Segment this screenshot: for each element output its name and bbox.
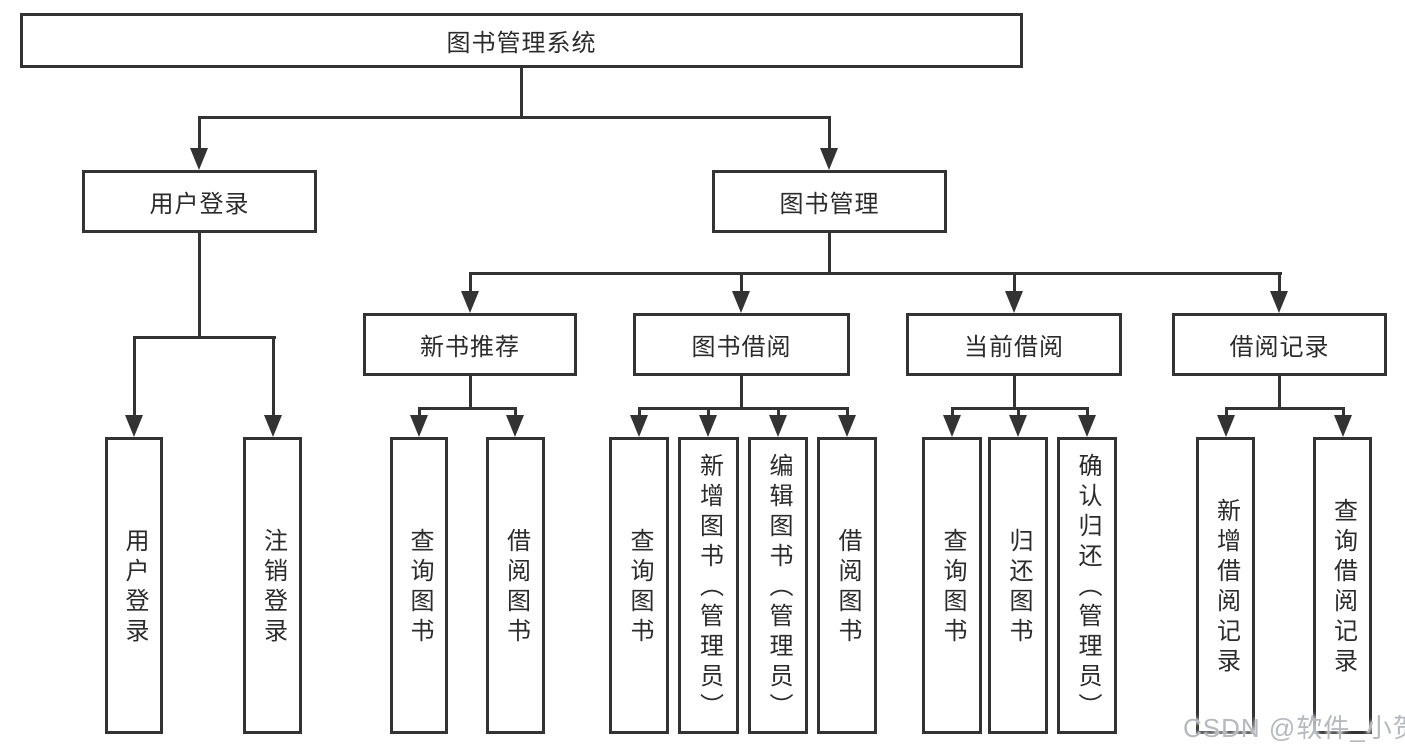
arrow-down	[1009, 415, 1027, 437]
connector-line	[1013, 272, 1016, 292]
connector-line	[1013, 376, 1016, 408]
arrow-down	[190, 148, 208, 170]
connector-line	[1278, 272, 1281, 292]
connector-line	[707, 407, 710, 416]
connector-line	[1017, 407, 1020, 416]
leaf-logout: 注销登录	[243, 437, 302, 734]
leaf-bb-borrow-books: 借阅图书	[817, 437, 877, 734]
arrow-down	[732, 291, 750, 313]
connector-line	[418, 407, 421, 416]
leaf-cb-query-books: 查询图书	[922, 437, 982, 734]
connector-line	[514, 407, 517, 416]
arrow-down	[125, 415, 143, 437]
arrow-down	[1217, 415, 1235, 437]
leaf-cb-return-books: 归还图书	[988, 437, 1048, 734]
connector-line	[272, 336, 275, 416]
connector-line	[1278, 376, 1281, 408]
arrow-down	[506, 415, 524, 437]
leaf-cb-confirm-return-admin: 确认归还（管理员）	[1057, 437, 1117, 734]
connector-line	[469, 272, 472, 292]
connector-line	[1086, 407, 1089, 416]
connector-line	[133, 336, 276, 339]
arrow-down	[1334, 415, 1352, 437]
leaf-nb-query-books: 查询图书	[390, 437, 448, 734]
arrow-down	[264, 415, 282, 437]
node-current-borrowing: 当前借阅	[906, 313, 1122, 376]
arrow-down	[943, 415, 961, 437]
connector-line	[740, 376, 743, 408]
leaf-bb-edit-books-admin: 编辑图书（管理员）	[748, 437, 808, 734]
arrow-down	[838, 415, 856, 437]
leaf-br-add-record: 新增借阅记录	[1196, 437, 1255, 734]
connector-line	[740, 272, 743, 292]
leaf-bb-query-books: 查询图书	[609, 437, 669, 734]
connector-line	[638, 407, 849, 410]
arrow-down	[1270, 291, 1288, 313]
connector-line	[777, 407, 780, 416]
arrow-down	[1078, 415, 1096, 437]
connector-line	[1225, 407, 1228, 416]
node-book-borrowing: 图书借阅	[633, 313, 850, 376]
csdn-watermark: CSDN @软件_小贺同学	[1183, 713, 1405, 743]
arrow-down	[461, 291, 479, 313]
connector-line	[828, 233, 831, 273]
arrow-down	[699, 415, 717, 437]
leaf-br-query-record: 查询借阅记录	[1313, 437, 1372, 734]
connector-line	[133, 336, 136, 416]
connector-line	[951, 407, 954, 416]
arrow-down	[769, 415, 787, 437]
connector-line	[418, 407, 516, 410]
connector-line	[1342, 407, 1345, 416]
leaf-bb-add-books-admin: 新增图书（管理员）	[678, 437, 739, 734]
connector-line	[198, 233, 201, 337]
node-new-book-recommendation: 新书推荐	[363, 313, 577, 376]
arrow-down	[820, 148, 838, 170]
connector-line	[1225, 407, 1344, 410]
leaf-user-login: 用户登录	[105, 437, 163, 734]
node-borrowing-records: 借阅记录	[1172, 313, 1387, 376]
leaf-nb-borrow-books: 借阅图书	[486, 437, 545, 734]
node-user-login: 用户登录	[82, 170, 317, 233]
node-book-management: 图书管理	[712, 170, 947, 233]
connector-line	[469, 272, 1282, 275]
arrow-down	[410, 415, 428, 437]
arrow-down	[1005, 291, 1023, 313]
connector-line	[520, 68, 523, 117]
connector-line	[469, 376, 472, 408]
connector-line	[846, 407, 849, 416]
connector-line	[638, 407, 641, 416]
connector-line	[198, 116, 201, 149]
arrow-down	[630, 415, 648, 437]
node-root-library-system: 图书管理系统	[20, 13, 1023, 68]
connector-line	[198, 116, 831, 119]
connector-line	[828, 116, 831, 149]
